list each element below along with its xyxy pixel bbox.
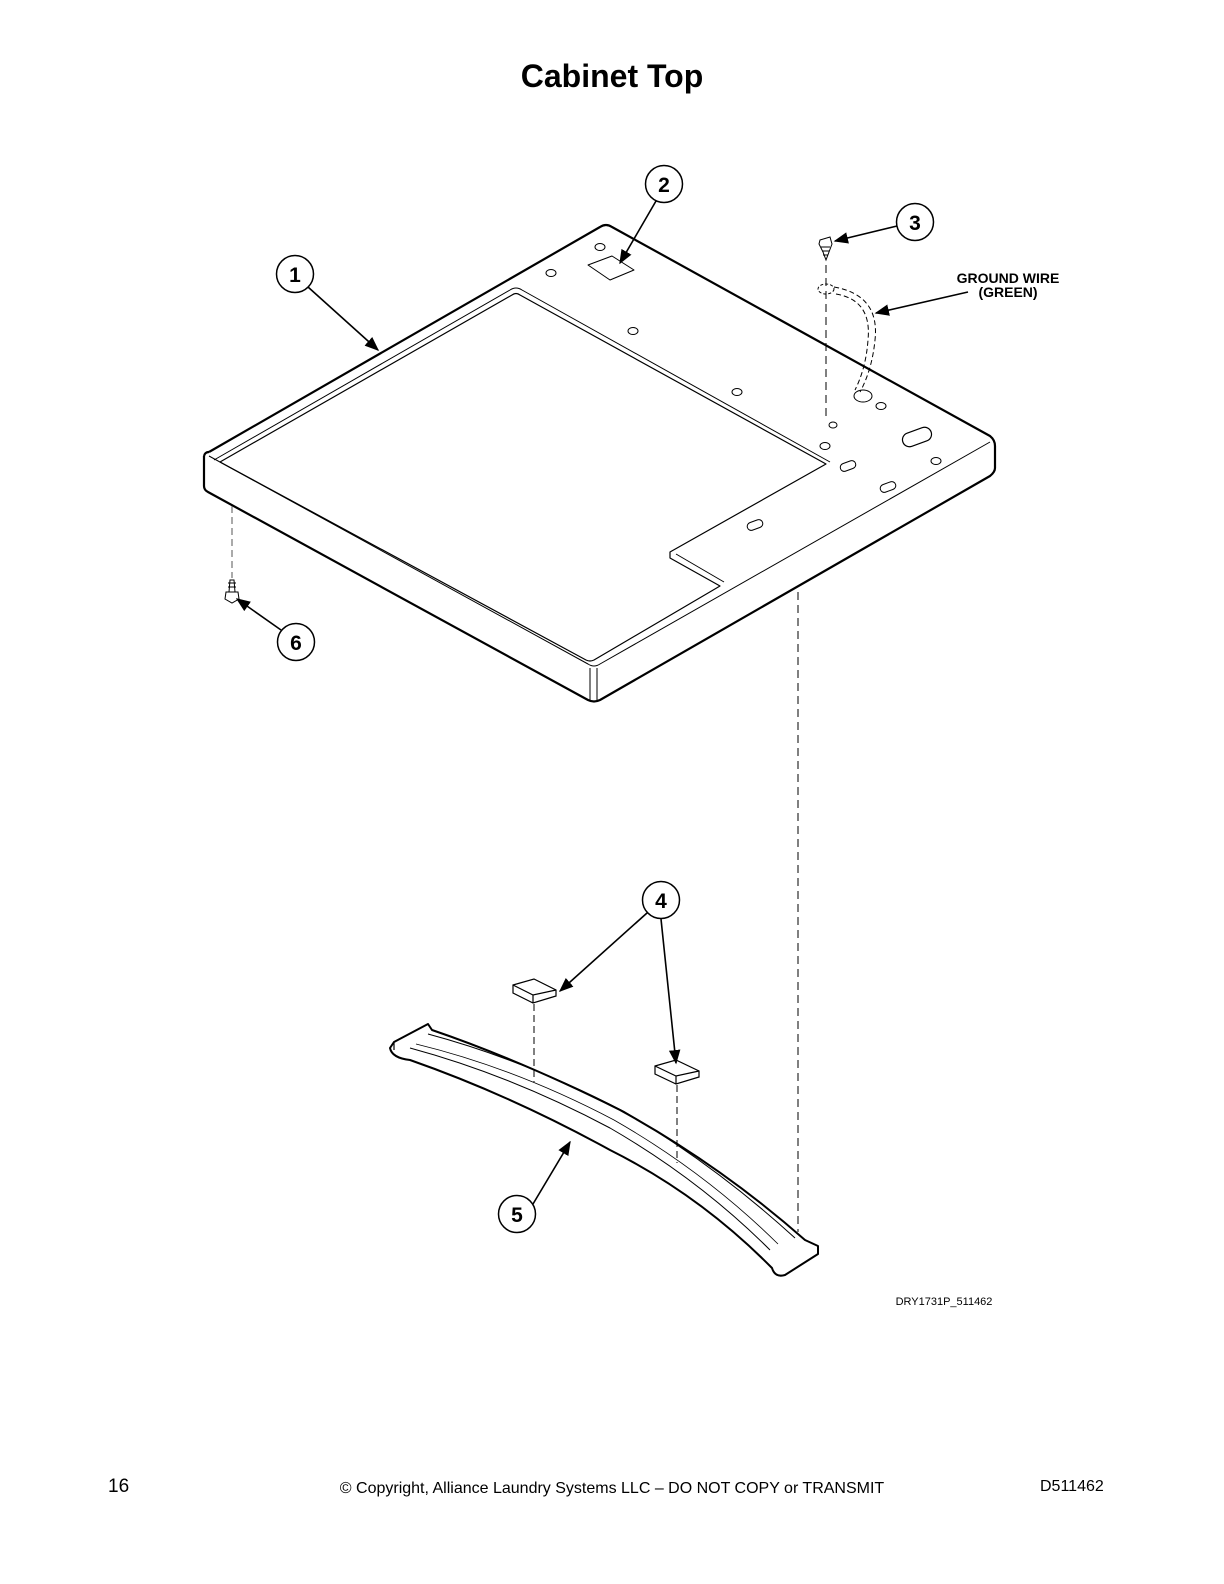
callout-4: 4	[558, 880, 681, 1065]
callout-1: 1	[275, 254, 380, 351]
screw-drawing	[224, 506, 240, 604]
drawing-code: DRY1731P_511462	[895, 1296, 993, 1308]
svg-text:6: 6	[290, 632, 302, 655]
page-number: 16	[108, 1476, 130, 1497]
callout-5: 5	[497, 1140, 571, 1234]
ground-wire-label-line1: GROUND WIRE	[956, 270, 1060, 286]
svg-text:5: 5	[511, 1204, 523, 1227]
svg-text:1: 1	[289, 264, 301, 287]
pads-drawing	[512, 978, 700, 1163]
svg-text:3: 3	[909, 212, 921, 235]
callout-3: 3	[833, 202, 935, 244]
callout-6: 6	[235, 598, 316, 662]
svg-text:4: 4	[655, 890, 667, 913]
document-id: D511462	[1040, 1478, 1104, 1495]
bracket-drawing	[389, 1023, 819, 1277]
svg-text:2: 2	[658, 174, 670, 197]
ground-wire-arrow	[874, 291, 969, 316]
copyright-notice: © Copyright, Alliance Laundry Systems LL…	[339, 1480, 885, 1497]
ground-wire-label: GROUND WIRE (GREEN)	[942, 271, 1074, 299]
callout-2: 2	[619, 164, 684, 265]
ground-wire-label-line2: (GREEN)	[978, 284, 1038, 300]
ground-screw-drawing	[817, 236, 876, 420]
cabinet-top-drawing	[202, 223, 997, 703]
page-title: Cabinet Top	[520, 58, 704, 94]
